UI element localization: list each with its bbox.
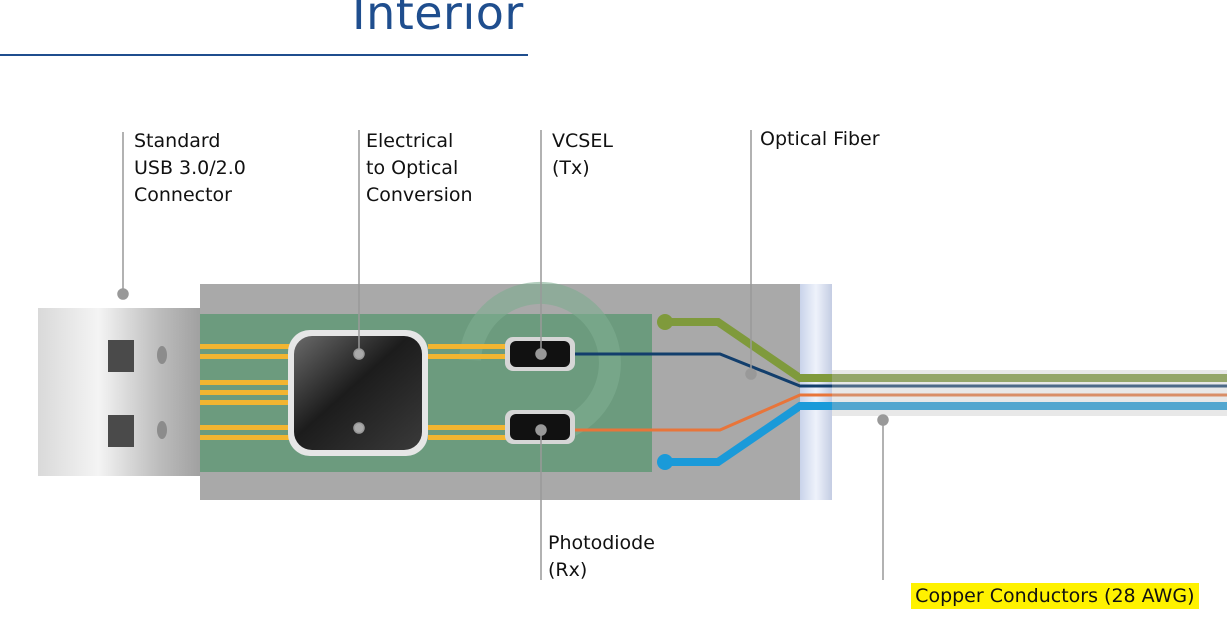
label-optical-fiber: Optical Fiber xyxy=(760,128,880,150)
usb-connector-plug xyxy=(38,308,210,476)
label-copper-wrap: Copper Conductors (28 AWG) xyxy=(887,556,1199,637)
title-rule xyxy=(0,54,528,56)
blue-conductor xyxy=(665,402,1227,466)
diagram: Interior xyxy=(0,0,1227,609)
green-conductor xyxy=(665,318,1227,382)
cable-illustration xyxy=(38,130,1227,580)
diagram-title: Interior xyxy=(352,0,524,40)
vcsel-fiber-line xyxy=(575,352,1227,388)
usb-slot-bottom xyxy=(108,415,134,447)
green-conductor-end xyxy=(657,314,673,330)
label-copper-conductors: Copper Conductors (28 AWG) xyxy=(911,583,1199,609)
usb-slot-top xyxy=(108,340,134,372)
label-usb-connector: Standard USB 3.0/2.0 Connector xyxy=(134,130,246,206)
leader-lines xyxy=(117,130,889,580)
pcb-watermark xyxy=(459,281,621,441)
label-conversion: Electrical to Optical Conversion xyxy=(366,130,473,206)
label-photodiode: Photodiode (Rx) xyxy=(548,532,655,581)
blue-conductor-end xyxy=(657,454,673,470)
gold-traces xyxy=(200,344,510,440)
cable-collar xyxy=(800,284,832,500)
label-vcsel: VCSEL (Tx) xyxy=(552,130,613,179)
usb-pin-hole-top xyxy=(157,346,167,364)
usb-metal-shell xyxy=(38,308,210,476)
cable-jacket xyxy=(800,370,1227,416)
usb-pin-hole-bottom xyxy=(157,421,167,439)
conversion-chip xyxy=(294,336,422,450)
photodiode-fiber-line xyxy=(575,393,1227,432)
